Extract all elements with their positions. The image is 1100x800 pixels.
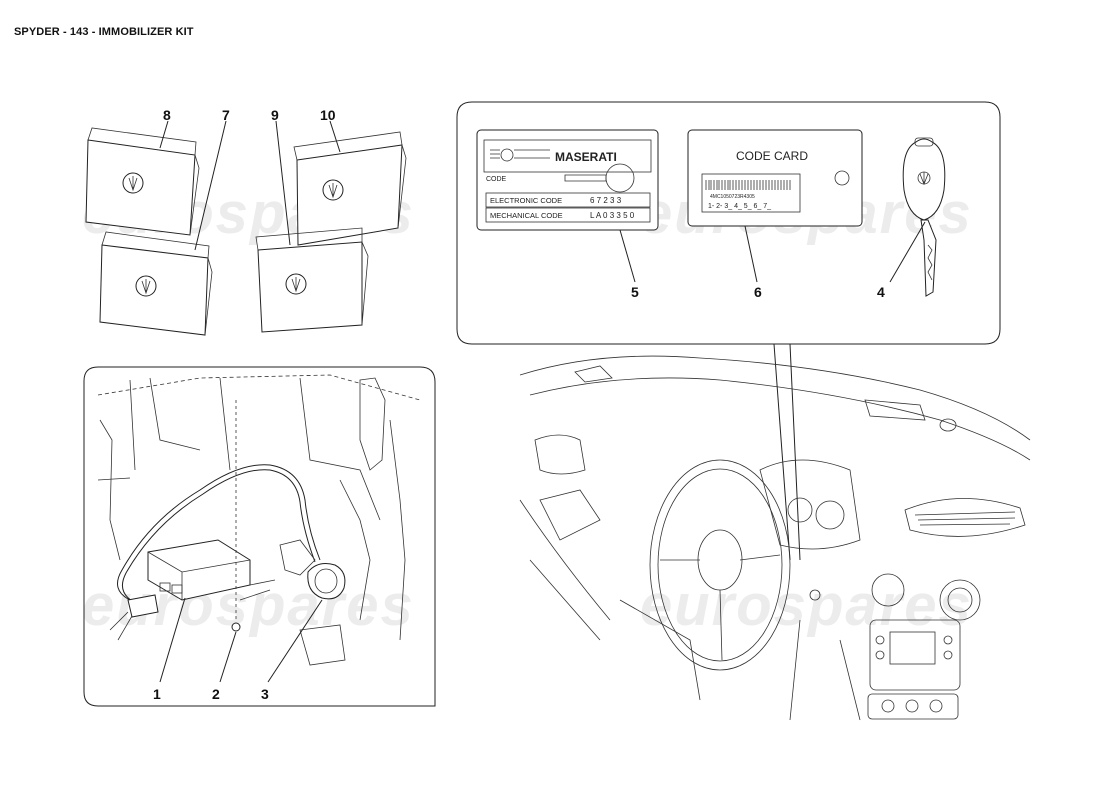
installation-illustration bbox=[97, 374, 421, 666]
antenna-ring-icon bbox=[307, 563, 346, 600]
callout-5: 5 bbox=[631, 284, 639, 300]
dashboard-illustration bbox=[519, 355, 1031, 721]
callout-6: 6 bbox=[754, 284, 762, 300]
code-label-brand: MASERATI bbox=[555, 150, 617, 164]
code-card-digits: 1- 2- 3_ 4_ 5_ 6_ 7_ bbox=[708, 203, 771, 210]
code-card bbox=[687, 129, 863, 227]
callout-9: 9 bbox=[271, 107, 279, 123]
callout-1: 1 bbox=[153, 686, 161, 702]
electronic-code-label: ELECTRONIC CODE bbox=[490, 196, 562, 205]
callout-10: 10 bbox=[320, 107, 336, 123]
callout-8: 8 bbox=[163, 107, 171, 123]
envelope-10 bbox=[293, 131, 407, 246]
code-label-card bbox=[476, 129, 659, 231]
page-title: SPYDER - 143 - IMMOBILIZER KIT bbox=[14, 26, 194, 38]
nut-icon bbox=[231, 622, 241, 632]
kit-panel-frame bbox=[456, 101, 1001, 345]
frame-connector bbox=[789, 343, 801, 561]
leader-5 bbox=[619, 229, 636, 283]
leader-1 bbox=[159, 597, 186, 683]
install-panel-frame bbox=[83, 366, 436, 707]
leader-6 bbox=[744, 225, 758, 283]
leader-9 bbox=[275, 120, 291, 246]
callout-7: 7 bbox=[222, 107, 230, 123]
envelope-8 bbox=[85, 127, 200, 236]
envelope-9 bbox=[255, 227, 369, 333]
leader-3 bbox=[267, 599, 323, 683]
code-card-barcode-text: 4MC1050723R4305 bbox=[710, 194, 755, 200]
mechanical-code-label: MECHANICAL CODE bbox=[490, 211, 563, 220]
leader-7 bbox=[194, 120, 227, 251]
mechanical-code-value: L A 0 3 3 5 0 bbox=[590, 211, 635, 220]
callout-4: 4 bbox=[877, 284, 885, 300]
leader-4 bbox=[889, 221, 926, 283]
leader-10 bbox=[329, 120, 341, 153]
callout-3: 3 bbox=[261, 686, 269, 702]
code-card-title: CODE CARD bbox=[736, 149, 808, 163]
leader-8 bbox=[159, 120, 169, 149]
barcode-icon bbox=[705, 180, 791, 190]
connector-plug-icon bbox=[127, 594, 159, 618]
code-label-code: CODE bbox=[486, 176, 507, 183]
key-icon bbox=[902, 137, 946, 297]
frame-connector bbox=[773, 343, 791, 561]
electronic-code-value: 6 7 2 3 3 bbox=[590, 196, 622, 205]
envelope-7 bbox=[99, 231, 213, 336]
trident-icon bbox=[500, 148, 514, 162]
callout-2: 2 bbox=[212, 686, 220, 702]
leader-2 bbox=[219, 631, 237, 683]
